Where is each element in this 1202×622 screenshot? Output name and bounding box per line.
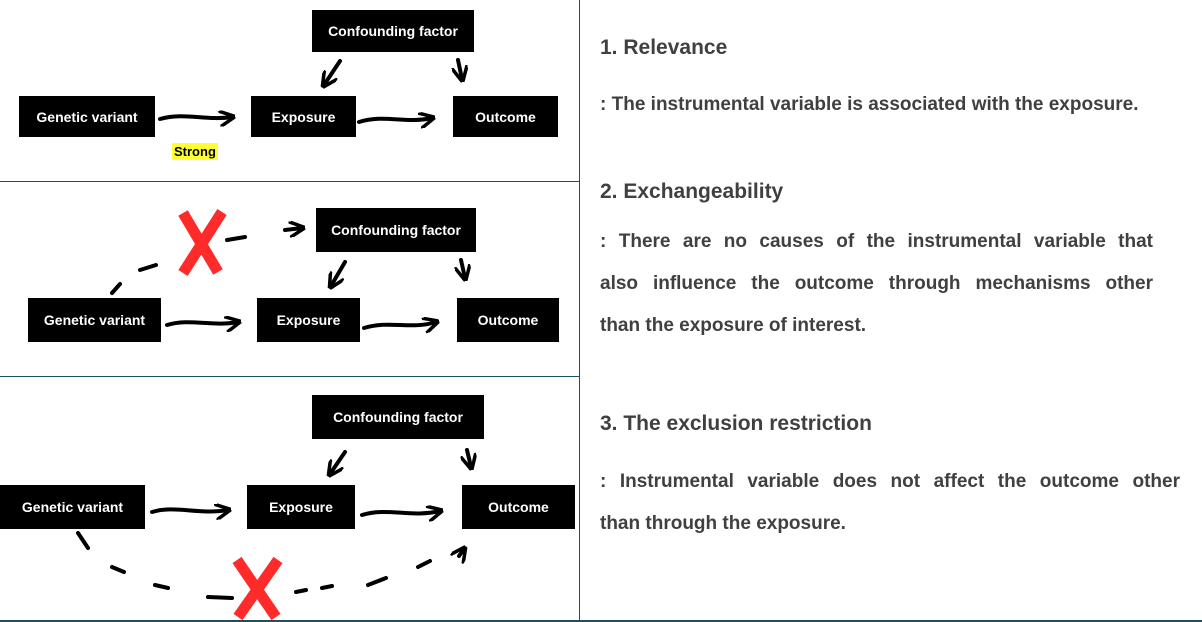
red-x-icon <box>232 556 283 621</box>
outcome-box: Outcome <box>453 96 558 137</box>
arrow-genetic-to-exposure <box>165 322 238 325</box>
arrow-confounder-to-outcome <box>461 258 465 278</box>
arrow-confounder-to-exposure <box>331 260 347 286</box>
column-divider <box>579 0 580 622</box>
assumption-2-text-line-2: also influence the outcome through mecha… <box>600 273 1153 294</box>
arrow-exposure-to-outcome <box>357 118 432 122</box>
exchangeability-diagram: Confounding factor Genetic variant Expos… <box>0 182 579 376</box>
outcome-box: Outcome <box>457 298 559 342</box>
exclusion-restriction-diagram: Confounding factor Genetic variant Expos… <box>0 377 579 622</box>
genetic-variant-box: Genetic variant <box>19 96 155 137</box>
exposure-box: Exposure <box>251 96 356 137</box>
dashed-path-genetic-to-outcome <box>76 531 464 600</box>
assumption-3-text-line-2: than through the exposure. <box>600 513 846 534</box>
assumption-2-text-line-3: than the exposure of interest. <box>600 315 867 336</box>
arrow-confounder-to-exposure <box>330 450 347 474</box>
arrow-genetic-to-exposure <box>158 116 232 119</box>
assumption-3-title: 3. The exclusion restriction <box>600 412 872 435</box>
bottom-border <box>0 620 1202 622</box>
dashed-path-genetic-to-confounder <box>110 228 302 295</box>
confounding-factor-box: Confounding factor <box>316 208 476 252</box>
diagram-column: Confounding factor Genetic variant Expos… <box>0 0 579 622</box>
panel-divider <box>0 181 579 182</box>
genetic-variant-box: Genetic variant <box>28 298 161 342</box>
assumption-3-text-line-1: : Instrumental variable does not affect … <box>600 471 1180 492</box>
arrows-layer <box>76 58 579 621</box>
arrow-genetic-to-exposure <box>150 509 228 512</box>
panel-divider <box>0 376 579 377</box>
genetic-variant-box: Genetic variant <box>0 485 145 529</box>
assumption-1-text: : The instrumental variable is associate… <box>600 94 1139 115</box>
assumption-2-text-line-1: : There are no causes of the instrumenta… <box>600 231 1153 252</box>
assumption-2-title: 2. Exchangeability <box>600 180 784 203</box>
arrow-confounder-to-outcome <box>467 448 471 467</box>
confounding-factor-box: Confounding factor <box>312 10 474 52</box>
arrow-confounder-to-outcome <box>458 58 462 79</box>
exposure-box: Exposure <box>257 298 360 342</box>
arrow-exposure-to-outcome <box>360 511 440 515</box>
red-x-icon <box>178 209 227 276</box>
confounding-factor-box: Confounding factor <box>312 395 484 439</box>
assumptions-column: 1. Relevance : The instrumental variable… <box>580 0 1202 620</box>
strong-label: Strong <box>172 143 218 160</box>
relevance-diagram: Confounding factor Genetic variant Expos… <box>0 0 579 181</box>
exposure-box: Exposure <box>247 485 355 529</box>
arrow-confounder-to-exposure <box>324 59 342 85</box>
assumption-1-title: 1. Relevance <box>600 36 728 59</box>
outcome-box: Outcome <box>462 485 575 529</box>
arrow-exposure-to-outcome <box>362 322 436 328</box>
